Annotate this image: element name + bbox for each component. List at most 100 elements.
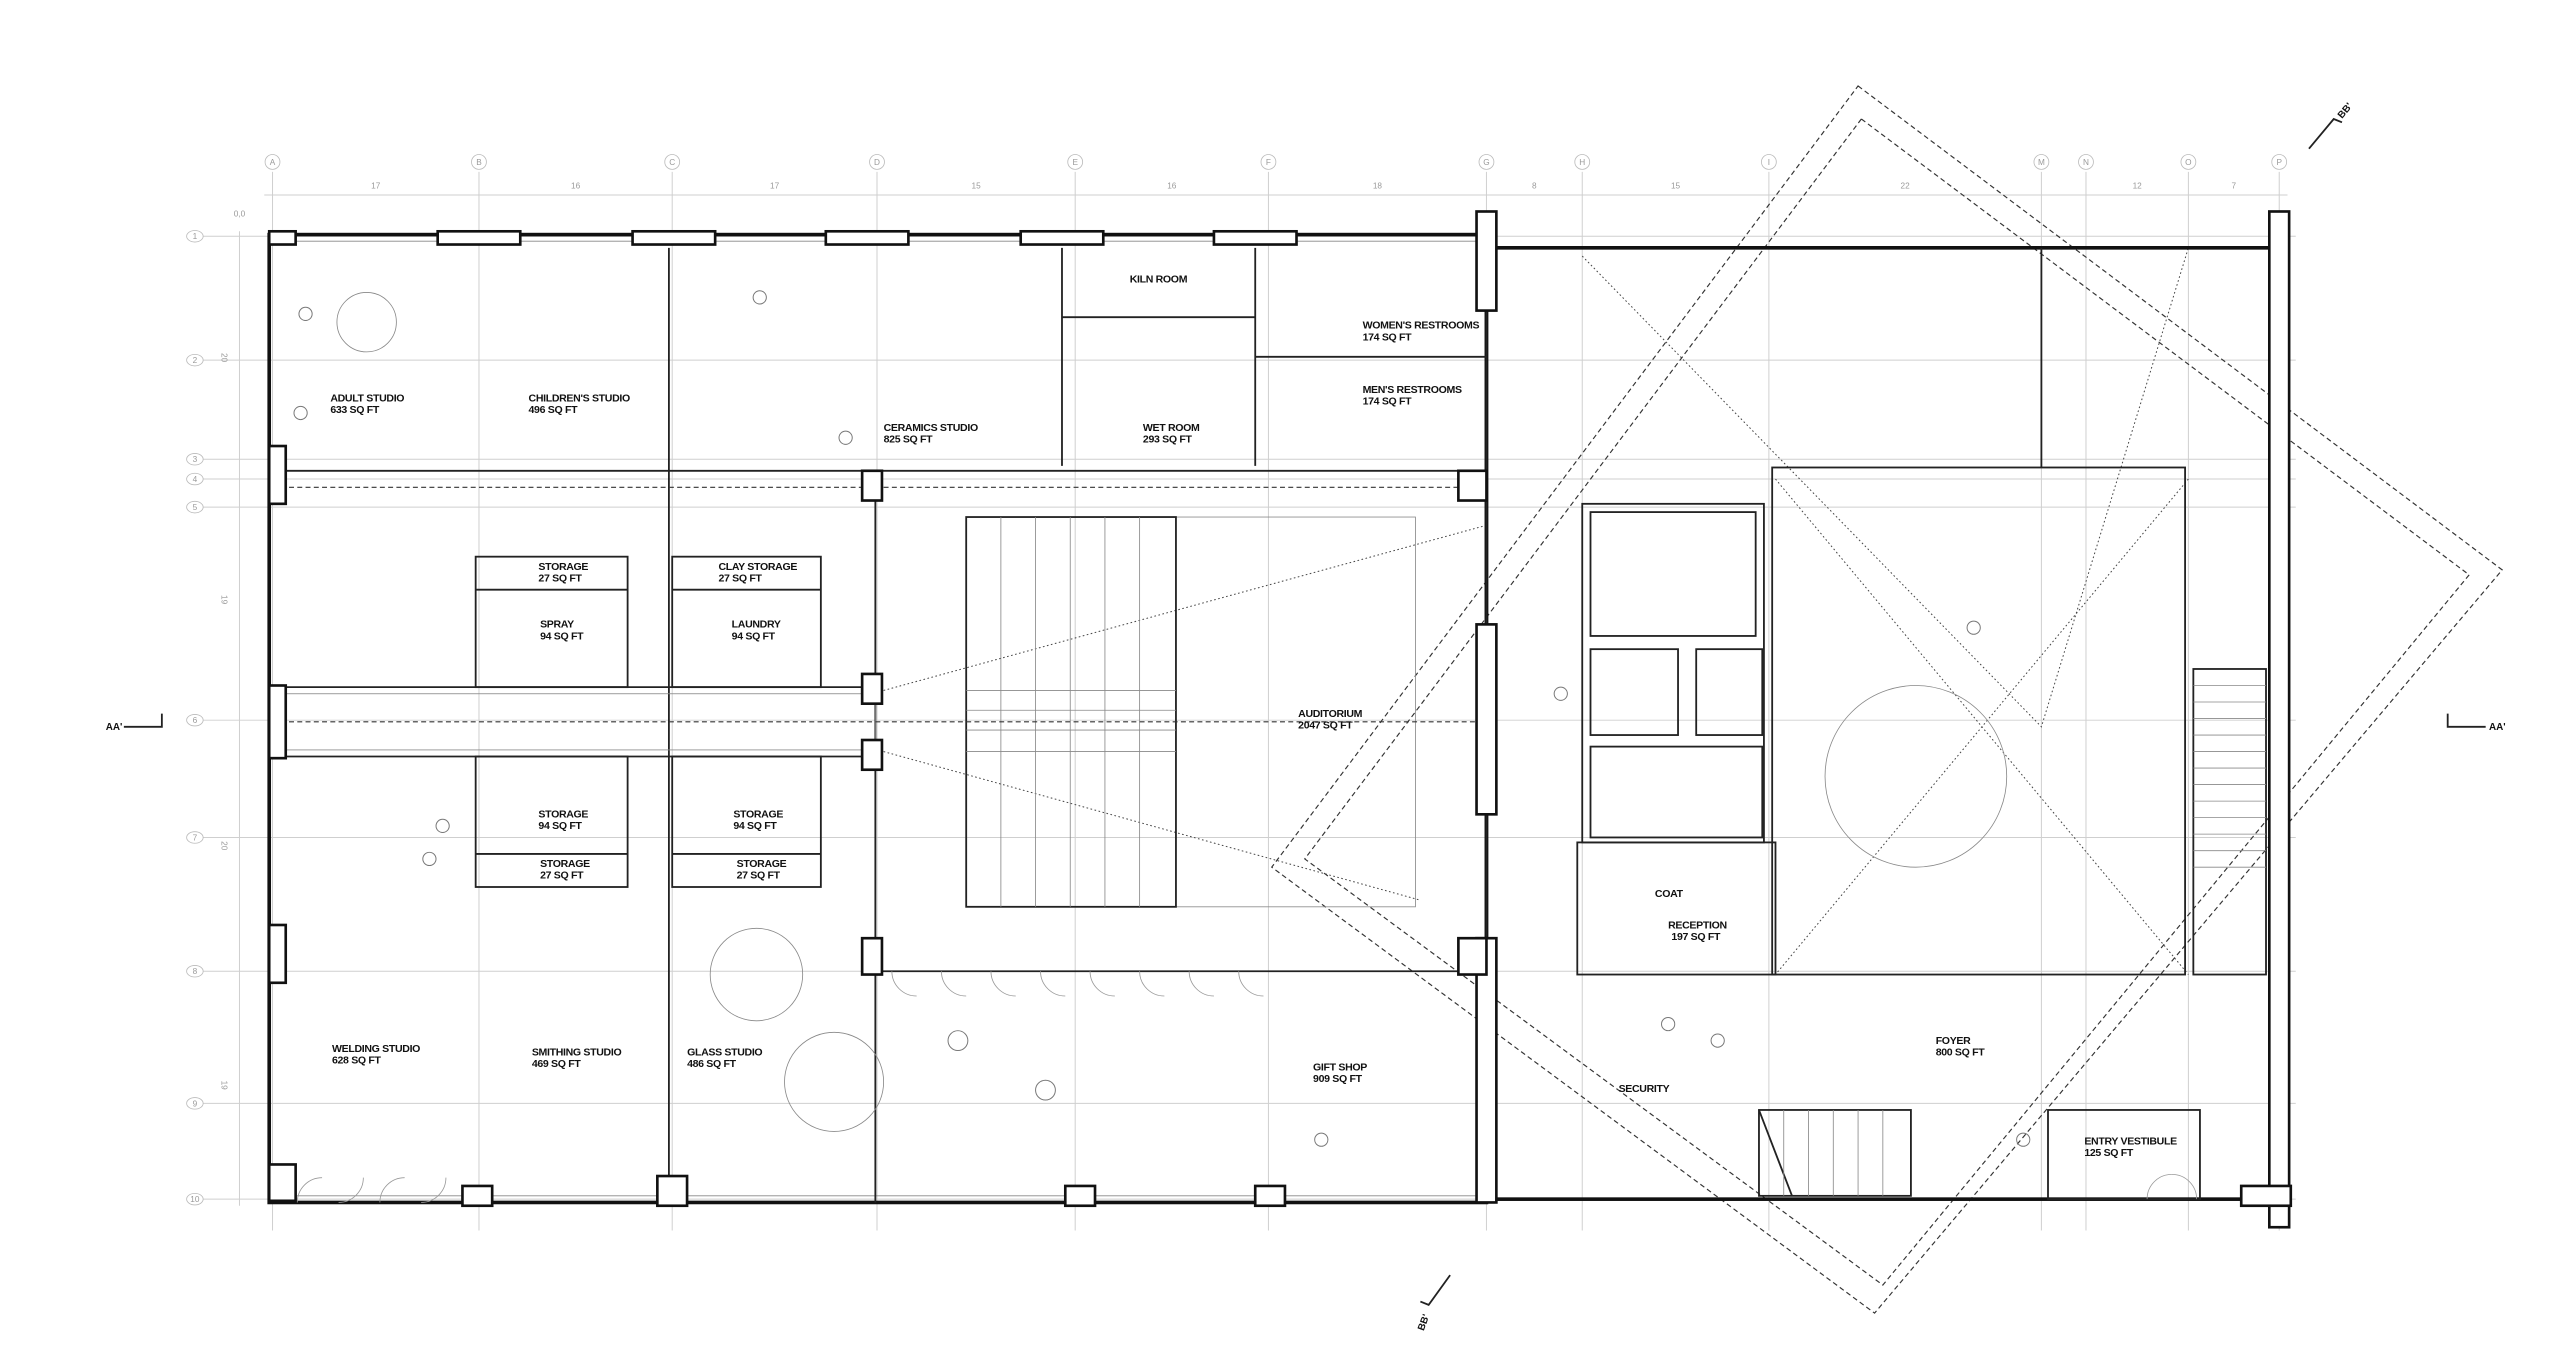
glass-furnace — [784, 1031, 885, 1132]
dimension-label: 19 — [219, 1081, 228, 1091]
grid-bubble — [186, 965, 204, 978]
section-label: AA' — [106, 722, 123, 733]
grid-column-label: D — [874, 158, 880, 167]
dimension-label: 16 — [1167, 181, 1177, 190]
grid-bubble — [1478, 154, 1495, 170]
grid-row-label: 6 — [193, 716, 198, 725]
dimension-label: 19 — [219, 595, 228, 605]
grid-row-label: 1 — [193, 232, 198, 241]
grid-bubble — [186, 353, 204, 367]
grid-bubble — [471, 154, 487, 170]
auditorium-seating — [965, 516, 1416, 908]
section-label: BB' — [2336, 101, 2355, 121]
dimension-label: 7 — [2232, 181, 2237, 190]
doors — [296, 971, 2198, 1203]
stair-foyer — [1758, 1109, 1912, 1197]
grid-row-label: 8 — [193, 967, 198, 976]
room-label-coat: COAT — [1655, 888, 1684, 900]
grid-bubble — [186, 1097, 204, 1110]
room-label-security: SECURITY — [1619, 1083, 1670, 1095]
dimension-label: 8 — [1532, 181, 1537, 190]
grid-column-label: A — [270, 158, 276, 167]
grid-column-label: P — [2276, 158, 2282, 167]
dimension-label: 22 — [1901, 181, 1911, 190]
sightline — [1775, 478, 2189, 975]
section-marker-aa-right: AA' — [2446, 713, 2506, 733]
grid-row-label: 4 — [193, 475, 198, 484]
grid-bubble — [186, 230, 204, 243]
origin-label: 0,0 — [234, 209, 246, 218]
dimension-label: 12 — [2133, 181, 2143, 190]
stair-east — [2192, 668, 2267, 976]
sculpture — [1824, 685, 2008, 868]
grid-column-label: M — [2038, 158, 2045, 167]
grid-bubble — [186, 500, 204, 514]
section-label: BB' — [1416, 1313, 1432, 1332]
sightline — [883, 751, 1421, 901]
grid-bubble — [186, 713, 204, 727]
dimension-label: 17 — [770, 181, 780, 190]
people-figures — [293, 290, 2031, 1147]
section-marker-bb-bottom: BB' — [1416, 1274, 1451, 1332]
grid-bubble — [664, 154, 681, 170]
dimension-label: 15 — [1671, 181, 1681, 190]
grid-bubble — [2033, 154, 2050, 170]
grid-bubble — [186, 453, 204, 466]
glass-furnace — [709, 927, 804, 1022]
grid-bubble — [1761, 154, 1777, 170]
dimension-label: 17 — [371, 181, 381, 190]
grid-column-label: O — [2185, 158, 2192, 167]
dimension-label: 18 — [1373, 181, 1383, 190]
grid-row-label: 5 — [193, 503, 198, 512]
grid-bubble — [1260, 154, 1277, 170]
room-label-kiln-room: KILN ROOM — [1130, 274, 1188, 286]
dimension-label: 15 — [972, 181, 982, 190]
structural-columns — [267, 210, 2293, 1229]
roof-outline-inner — [1303, 118, 2470, 1286]
sculpture-adult-studio — [336, 292, 397, 353]
section-marker-aa-left: AA' — [106, 713, 163, 733]
grid-column-label: F — [1266, 158, 1271, 167]
grid-bubble — [186, 472, 204, 486]
grid-bubble — [2180, 154, 2197, 170]
grid-row-label: 7 — [193, 833, 198, 842]
grid-bubble — [2078, 154, 2094, 170]
exterior-wall-east-block — [1484, 246, 2282, 1201]
dimension-label: 20 — [219, 841, 228, 851]
section-marker-bb-top: BB' — [2308, 101, 2355, 150]
dimension-label: 20 — [219, 353, 228, 363]
grid-column-label: I — [1768, 158, 1770, 167]
grid-column-label: B — [476, 158, 482, 167]
roof-outline-outer — [1270, 85, 2504, 1314]
grid-row-label: 2 — [193, 356, 198, 365]
grid-row-label: 3 — [193, 455, 198, 464]
grid-row-label: 9 — [193, 1099, 198, 1108]
sightline — [1581, 247, 2189, 728]
grid-bubble — [264, 154, 281, 170]
grid-bubble — [186, 1192, 204, 1206]
grid-bubble — [1574, 154, 1591, 170]
grid-row-label: 10 — [190, 1195, 200, 1204]
